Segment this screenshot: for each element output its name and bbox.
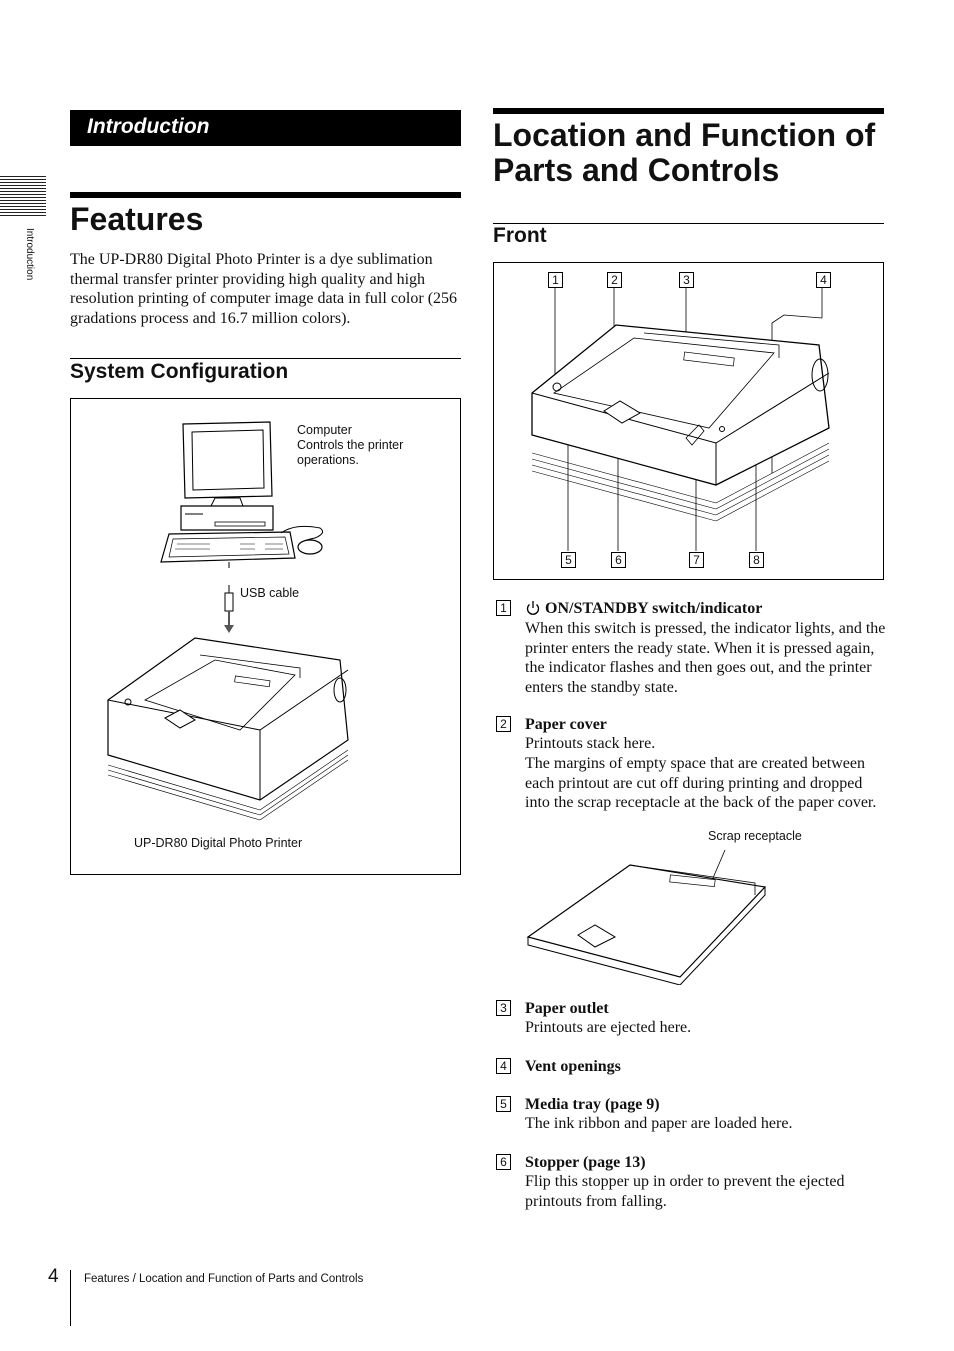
item-1-number: 1 <box>496 600 511 616</box>
item-5-desc: The ink ribbon and paper are loaded here… <box>525 1115 793 1132</box>
item-1-title: ON/STANDBY switch/indicator <box>545 600 763 617</box>
page-number: 4 <box>48 1266 59 1287</box>
front-title: Front <box>493 224 547 247</box>
callout-8: 8 <box>749 552 764 568</box>
callout-7: 7 <box>689 552 704 568</box>
location-rule <box>493 108 884 114</box>
item-5-number: 5 <box>496 1096 511 1112</box>
side-tab-lines <box>0 176 46 216</box>
item-6-number: 6 <box>496 1154 511 1170</box>
item-2-desc-1: Printouts stack here. <box>525 735 656 752</box>
computer-desc-1: Controls the printer <box>297 438 404 452</box>
features-body: The UP-DR80 Digital Photo Printer is a d… <box>70 251 458 327</box>
printer-illustration-small <box>107 637 349 821</box>
location-title-line1: Location and Function of <box>493 117 876 153</box>
usb-connector-icon <box>224 585 234 633</box>
printer-front-illustration <box>531 287 830 551</box>
item-5-title: Media tray (page 9) <box>525 1096 660 1113</box>
power-icon <box>526 601 540 615</box>
section-bar: Introduction <box>70 110 461 146</box>
callout-1: 1 <box>548 272 563 288</box>
location-title-line2: Parts and Controls <box>493 152 780 188</box>
system-title: System Configuration <box>70 360 289 383</box>
item-3-number: 3 <box>496 1000 511 1016</box>
features-title: Features <box>70 201 204 237</box>
item-4-number: 4 <box>496 1058 511 1074</box>
callout-3: 3 <box>679 272 694 288</box>
callout-6: 6 <box>611 552 626 568</box>
item-4-title: Vent openings <box>525 1058 621 1075</box>
item-2-title: Paper cover <box>525 716 607 733</box>
footer-text: Features / Location and Function of Part… <box>84 1273 364 1285</box>
item-3-title: Paper outlet <box>525 1000 609 1017</box>
front-rule <box>493 223 884 224</box>
callout-5: 5 <box>561 552 576 568</box>
system-diagram-box <box>70 398 461 875</box>
scrap-label: Scrap receptacle <box>708 829 802 843</box>
item-1-desc: When this switch is pressed, the indicat… <box>525 620 886 696</box>
side-tab-label: Introduction <box>24 228 35 281</box>
item-2-desc-2: The margins of empty space that are crea… <box>525 755 877 811</box>
computer-desc-2: operations. <box>297 453 359 467</box>
item-2-number: 2 <box>496 716 511 732</box>
computer-illustration <box>160 421 324 568</box>
callout-2: 2 <box>607 272 622 288</box>
footer-rule <box>70 1270 71 1326</box>
item-3-desc: Printouts are ejected here. <box>525 1019 692 1036</box>
front-diagram-box <box>493 262 884 580</box>
item-6-title: Stopper (page 13) <box>525 1154 646 1171</box>
usb-label: USB cable <box>240 586 300 600</box>
printer-label: UP-DR80 Digital Photo Printer <box>134 836 303 850</box>
item-6-desc: Flip this stopper up in order to prevent… <box>525 1173 845 1210</box>
system-rule <box>70 358 461 359</box>
callout-4: 4 <box>816 272 831 288</box>
computer-label: Computer <box>297 423 352 437</box>
section-bar-title: Introduction <box>87 115 210 138</box>
paper-cover-illustration <box>526 849 767 985</box>
features-rule <box>70 192 461 198</box>
